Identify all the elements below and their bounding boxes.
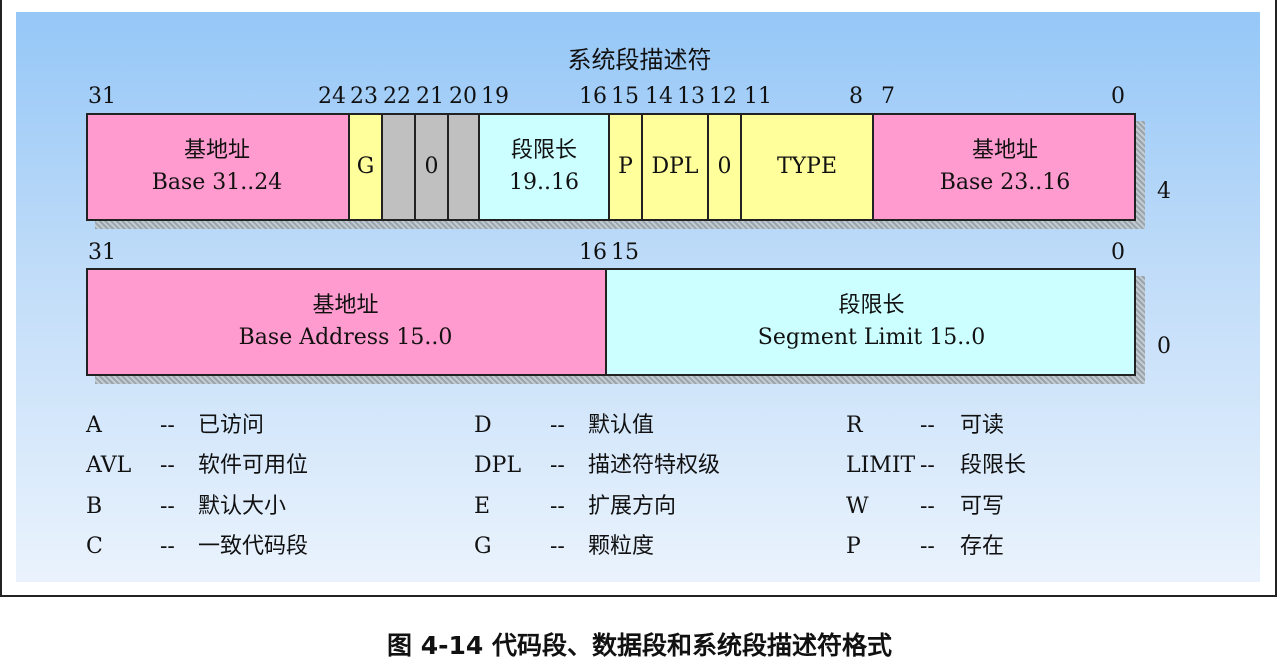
legend-key: AVL xyxy=(86,453,132,478)
legend: A -- 已访问 D -- 默认值 R -- 可读 AVL -- 软件可用位 D… xyxy=(0,414,1279,574)
legend-desc: 可写 xyxy=(960,494,1005,519)
legend-desc: 一致代码段 xyxy=(198,534,309,559)
limit-19-16-label-cn: 段限长 xyxy=(510,138,577,163)
legend-desc: 段限长 xyxy=(960,453,1027,478)
legend-desc: 软件可用位 xyxy=(198,453,309,478)
g-flag-label: G xyxy=(356,154,375,179)
legend-key: A xyxy=(86,413,102,438)
legend-sep: -- xyxy=(160,534,175,559)
bit-11: 11 xyxy=(744,84,772,109)
bit-13: 13 xyxy=(677,84,705,109)
base-23-16-label-cn: 基地址 xyxy=(971,138,1038,163)
base-23-16-label-en: Base 23..16 xyxy=(939,170,1071,195)
figure-caption: 图 4-14 代码段、数据段和系统段描述符格式 xyxy=(387,631,892,660)
legend-sep: -- xyxy=(920,413,935,438)
base-15-0-label-en: Base Address 15..0 xyxy=(238,325,453,350)
s-bit-zero-label: 0 xyxy=(717,154,732,179)
legend-sep: -- xyxy=(550,413,565,438)
bit-31: 31 xyxy=(88,84,116,109)
legend-sep: -- xyxy=(550,453,565,478)
legend-key: E xyxy=(474,494,491,519)
type-label: TYPE xyxy=(776,154,838,179)
bit-8: 8 xyxy=(849,84,863,109)
dpl-label: DPL xyxy=(651,154,699,179)
legend-desc: 扩展方向 xyxy=(588,494,677,519)
legend-sep: -- xyxy=(920,494,935,519)
legend-key: LIMIT xyxy=(846,453,916,478)
limit-15-0-field: 段限长 Segment Limit 15..0 xyxy=(605,268,1136,376)
legend-sep: -- xyxy=(160,453,175,478)
base-23-16-field: 基地址 Base 23..16 xyxy=(872,113,1136,221)
row1-byte-offset: 4 xyxy=(1157,179,1171,204)
bit-19: 19 xyxy=(481,84,509,109)
bit-22: 22 xyxy=(383,84,411,109)
legend-key: C xyxy=(86,534,103,559)
row1-bit-numbers: 31 24 23 22 21 20 19 16 15 14 13 12 11 8… xyxy=(0,86,1279,110)
diagram-title: 系统段描述符 xyxy=(567,46,712,74)
type-field: TYPE xyxy=(740,113,872,221)
dpl-field: DPL xyxy=(641,113,707,221)
base-31-24-field: 基地址 Base 31..24 xyxy=(86,113,348,221)
bit-21-field: 0 xyxy=(414,113,447,221)
bit-23: 23 xyxy=(350,84,378,109)
base-15-0-label-cn: 基地址 xyxy=(312,293,379,318)
legend-key: R xyxy=(846,413,863,438)
legend-key: G xyxy=(474,534,492,559)
legend-key: B xyxy=(86,494,103,519)
legend-desc: 描述符特权级 xyxy=(588,453,721,478)
legend-desc: 颗粒度 xyxy=(588,534,655,559)
limit-19-16-label-en: 19..16 xyxy=(509,170,579,195)
bit-16: 16 xyxy=(579,240,607,265)
bit-14: 14 xyxy=(645,84,673,109)
bit-31: 31 xyxy=(88,240,116,265)
legend-key: P xyxy=(846,534,861,559)
g-flag-field: G xyxy=(348,113,381,221)
legend-desc: 默认值 xyxy=(588,413,655,438)
p-flag-field: P xyxy=(608,113,641,221)
legend-sep: -- xyxy=(920,534,935,559)
descriptor-row-low: 基地址 Base Address 15..0 段限长 Segment Limit… xyxy=(86,268,1136,376)
descriptor-row-high: 基地址 Base 31..24 G 0 段限长 19..16 P DPL 0 T… xyxy=(86,113,1136,221)
legend-desc: 默认大小 xyxy=(198,494,287,519)
legend-sep: -- xyxy=(160,413,175,438)
limit-15-0-label-cn: 段限长 xyxy=(838,293,905,318)
base-31-24-label-en: Base 31..24 xyxy=(151,170,283,195)
row2-bit-numbers: 31 16 15 0 xyxy=(0,242,1279,266)
legend-sep: -- xyxy=(920,453,935,478)
legend-key: W xyxy=(846,494,869,519)
bit-15: 15 xyxy=(611,240,639,265)
legend-key: D xyxy=(474,413,492,438)
row2-byte-offset: 0 xyxy=(1157,334,1171,359)
legend-desc: 可读 xyxy=(960,413,1005,438)
bit-21: 21 xyxy=(416,84,444,109)
base-15-0-field: 基地址 Base Address 15..0 xyxy=(86,268,605,376)
legend-sep: -- xyxy=(550,494,565,519)
legend-key: DPL xyxy=(474,453,522,478)
bit-7: 7 xyxy=(881,84,895,109)
p-flag-label: P xyxy=(618,154,633,179)
bit-0: 0 xyxy=(1111,240,1125,265)
s-bit-field: 0 xyxy=(707,113,740,221)
bit-16: 16 xyxy=(579,84,607,109)
bit-24: 24 xyxy=(318,84,346,109)
bit-0: 0 xyxy=(1111,84,1125,109)
bit-20-field xyxy=(447,113,478,221)
legend-sep: -- xyxy=(550,534,565,559)
bit-15: 15 xyxy=(611,84,639,109)
limit-15-0-label-en: Segment Limit 15..0 xyxy=(757,325,986,350)
legend-sep: -- xyxy=(160,494,175,519)
bit-12: 12 xyxy=(709,84,737,109)
base-31-24-label-cn: 基地址 xyxy=(183,138,250,163)
bit-21-zero-label: 0 xyxy=(424,154,439,179)
legend-desc: 已访问 xyxy=(198,413,265,438)
bit-22-field xyxy=(381,113,414,221)
legend-desc: 存在 xyxy=(960,534,1005,559)
bit-20: 20 xyxy=(449,84,477,109)
limit-19-16-field: 段限长 19..16 xyxy=(478,113,608,221)
